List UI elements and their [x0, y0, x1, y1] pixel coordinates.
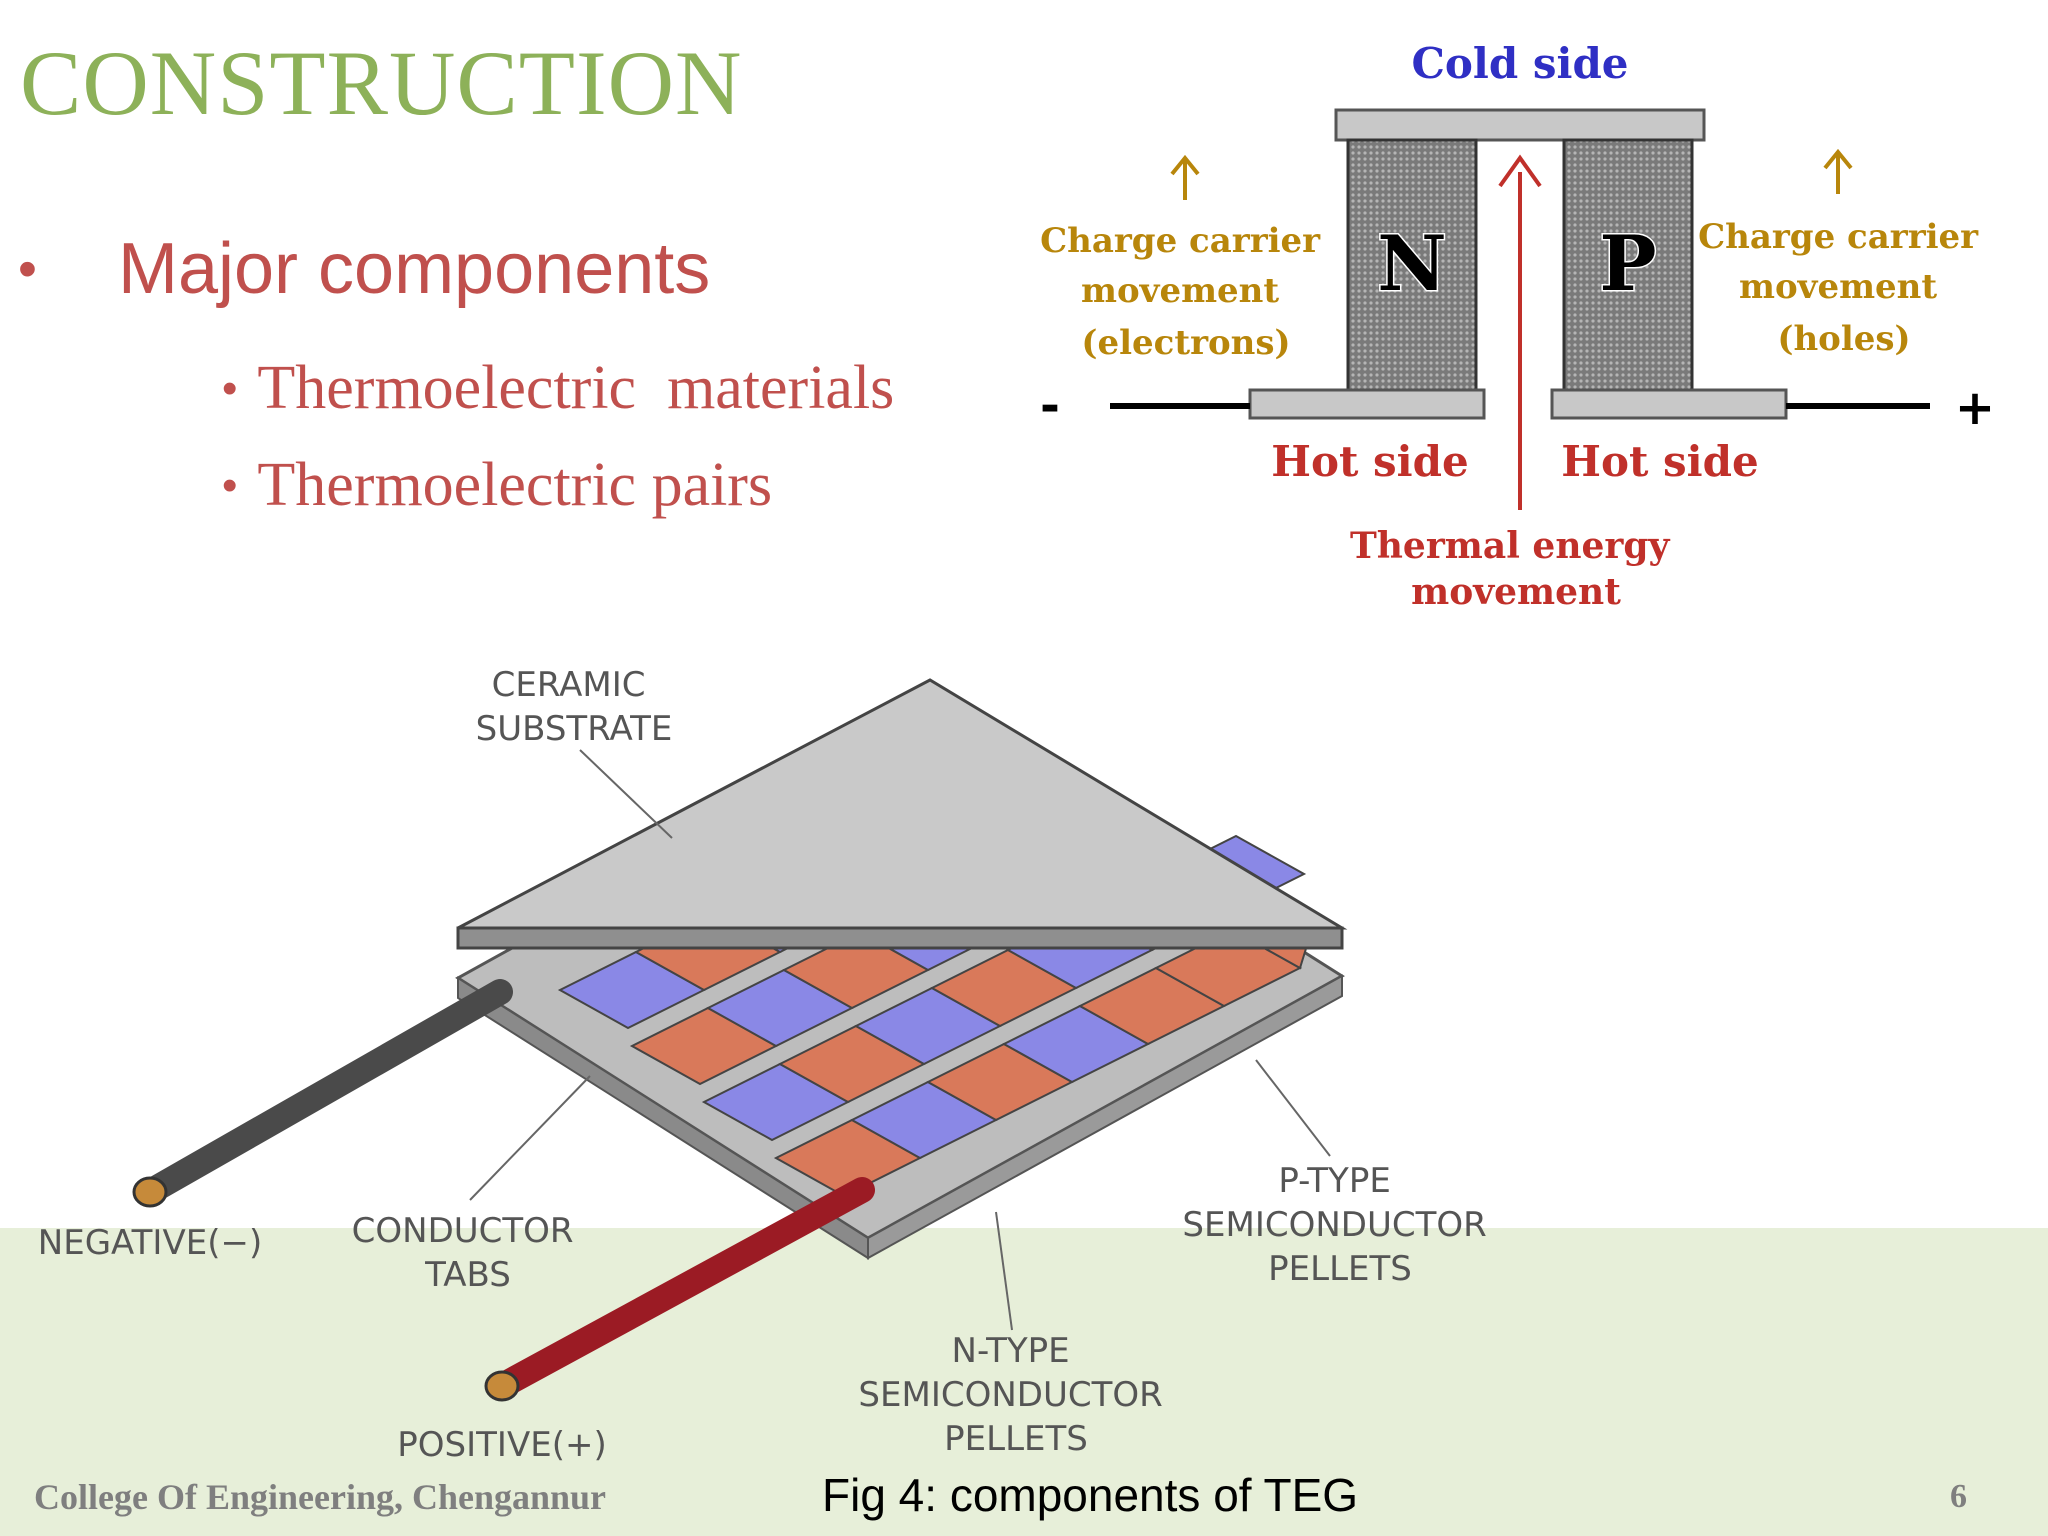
positive-label: POSITIVE(+)	[397, 1425, 606, 1465]
p-label: P	[1599, 219, 1656, 308]
left-carrier-line: (electrons)	[1081, 323, 1290, 363]
n-type-line: PELLETS	[944, 1419, 1088, 1459]
hot-side-right-label: Hot side	[1561, 437, 1758, 486]
conductor-line: TABS	[424, 1255, 511, 1295]
bottom-plate-right-edge	[867, 974, 1343, 1260]
left-carrier-line: movement	[1081, 271, 1279, 311]
footer-college: College Of Engineering, Chengannur	[34, 1477, 607, 1517]
thermal-energy-label: Thermal energy movement	[1350, 525, 1682, 613]
sub-bullet-text: Thermoelectric pairs	[257, 451, 773, 519]
positive-wire	[489, 1177, 875, 1399]
thermal-line: Thermal energy	[1350, 525, 1671, 567]
page-number: 6	[1950, 1478, 1967, 1515]
up-arrow-icon	[1170, 154, 1200, 200]
right-carrier-label: Charge carrier movement (holes)	[1698, 217, 1990, 359]
plus-sign: +	[1955, 380, 1995, 436]
hot-plate-right	[1550, 388, 1788, 420]
cold-side-label: Cold side	[1411, 39, 1628, 88]
p-leg	[1562, 138, 1694, 392]
conductor-line: CONDUCTOR	[352, 1211, 574, 1251]
p-type-line: P-TYPE	[1278, 1161, 1390, 1201]
leader-ceramic	[579, 749, 673, 839]
teg-module-diagram: CERAMIC SUBSTRATE NEGATIVE(−) CONDUCTOR …	[38, 665, 1497, 1465]
leader-p-type	[1255, 1059, 1331, 1157]
p-type-line: SEMICONDUCTOR	[1182, 1205, 1486, 1245]
ceramic-line: SUBSTRATE	[476, 709, 673, 749]
leader-n-type	[995, 1211, 1013, 1331]
conductor-tabs-label: CONDUCTOR TABS	[352, 1211, 585, 1295]
negative-wire	[137, 979, 513, 1205]
p-type-line: PELLETS	[1268, 1249, 1412, 1289]
right-carrier-line: movement	[1739, 267, 1937, 307]
up-arrow-icon	[1823, 148, 1853, 194]
figure-caption: Fig 4: components of TEG	[822, 1469, 1359, 1521]
positive-wire-end	[484, 1370, 520, 1402]
cold-side-plate	[1334, 108, 1706, 142]
thermal-line: movement	[1411, 571, 1621, 613]
hot-plate-left	[1248, 388, 1486, 420]
n-type-line: N-TYPE	[952, 1331, 1070, 1371]
left-carrier-label: Charge carrier movement (electrons)	[1040, 221, 1332, 363]
sub-bullet-materials: • Thermoelectric materials	[222, 340, 894, 437]
np-pair-diagram: Cold side N P - + Charge carrier movemen…	[1040, 39, 1995, 613]
leader-conductor	[469, 1075, 591, 1201]
right-carrier-line: (holes)	[1777, 319, 1910, 359]
n-type-line: SEMICONDUCTOR	[858, 1375, 1162, 1415]
sub-bullet-pairs: • Thermoelectric pairs	[222, 437, 894, 534]
bullet-major-components: • Major components	[18, 228, 710, 310]
top-plate-edge	[456, 926, 1344, 950]
negative-wire-end	[132, 1176, 168, 1208]
n-leg	[1346, 138, 1478, 392]
hot-side-left-label: Hot side	[1271, 437, 1468, 486]
n-type-label: N-TYPE SEMICONDUCTOR PELLETS	[858, 1331, 1173, 1459]
ceramic-substrate-label: CERAMIC SUBSTRATE	[476, 665, 673, 749]
ceramic-line: CERAMIC	[492, 665, 646, 705]
sub-bullet-list: • Thermoelectric materials • Thermoelect…	[222, 340, 894, 534]
n-label: N	[1377, 219, 1446, 308]
bullet-dot: •	[18, 239, 37, 299]
sub-bullet-text: Thermoelectric materials	[257, 354, 895, 422]
sub-bullet-dot: •	[222, 363, 238, 413]
p-type-label: P-TYPE SEMICONDUCTOR PELLETS	[1182, 1161, 1497, 1289]
slide-title: CONSTRUCTION	[20, 32, 743, 134]
left-carrier-line: Charge carrier	[1040, 221, 1321, 261]
bullet-text: Major components	[118, 229, 711, 309]
right-carrier-line: Charge carrier	[1698, 217, 1979, 257]
negative-label: NEGATIVE(−)	[38, 1223, 262, 1263]
footer-band	[0, 1228, 2048, 1536]
minus-sign: -	[1040, 378, 1060, 434]
sub-bullet-dot: •	[222, 460, 238, 510]
thermal-arrow-head	[1498, 154, 1542, 188]
